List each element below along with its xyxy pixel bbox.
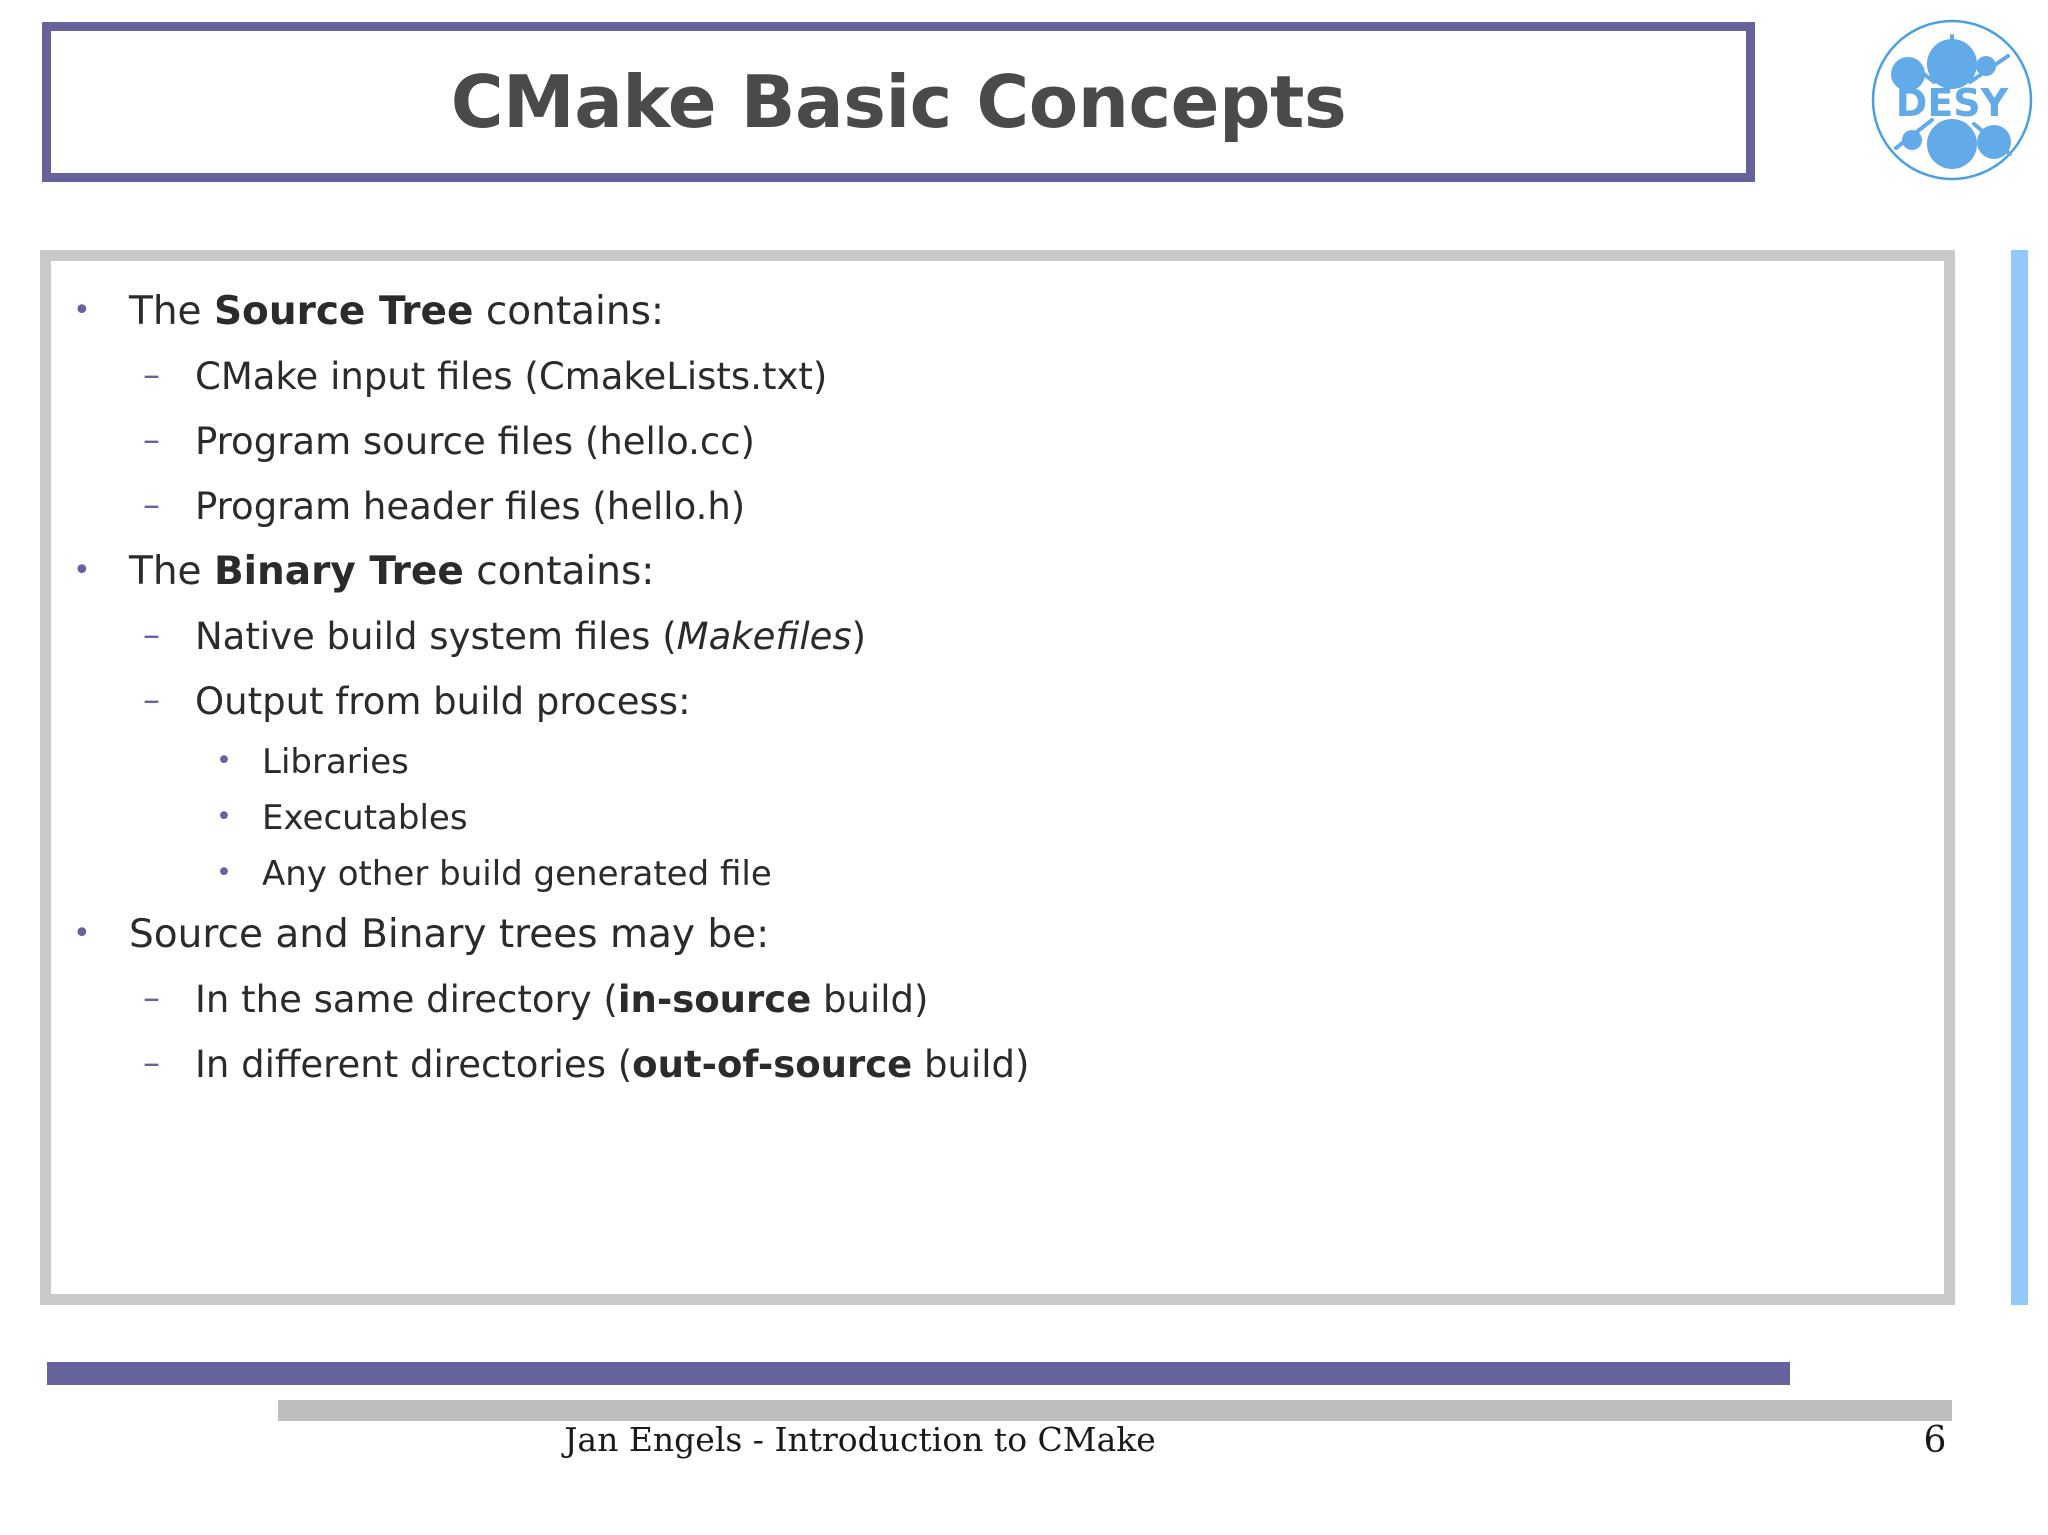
bullet-item-level-2: –Program source files (hello.cc)	[143, 409, 1944, 474]
bullet-text-run: The	[129, 289, 214, 334]
bullet-marker-icon: –	[143, 485, 160, 525]
bullet-marker-icon: –	[143, 978, 160, 1018]
bullet-text-run: Any other build generated file	[262, 854, 772, 894]
bullet-text-run: Executables	[262, 798, 468, 838]
desy-logo: DESY	[1868, 16, 2036, 184]
bullet-text-run: In different directories (	[195, 1043, 633, 1086]
bullet-text: Libraries	[262, 745, 1944, 779]
bullet-text: Program header files (hello.h)	[195, 488, 1944, 525]
bullet-text-run: contains:	[463, 549, 655, 594]
bullet-item-level-2: –Program header files (hello.h)	[143, 474, 1944, 539]
slide-title-box: CMake Basic Concepts	[42, 22, 1755, 182]
bullet-item-level-2: –In the same directory (in-source build)	[143, 967, 1944, 1032]
bullet-text: Any other build generated file	[262, 857, 1944, 891]
bullet-marker-icon: •	[73, 293, 91, 328]
bullet-text: Output from build process:	[195, 683, 1944, 720]
bullet-text: The Binary Tree contains:	[129, 552, 1944, 591]
bullet-marker-icon: •	[216, 801, 232, 832]
bullet-text-run: Source and Binary trees may be:	[129, 912, 770, 957]
bullet-marker-icon: •	[73, 916, 91, 951]
page-number: 6	[1923, 1420, 1947, 1461]
bullet-text: In different directories (out-of-source …	[195, 1046, 1944, 1083]
bullet-text: CMake input files (CmakeLists.txt)	[195, 358, 1944, 395]
bullet-list: •The Source Tree contains:–CMake input f…	[51, 279, 1944, 1097]
bullet-item-level-3: • Executables	[216, 790, 1944, 846]
bullet-text-run: Binary Tree	[213, 549, 464, 594]
bullet-item-level-2: –Native build system files (Makefiles)	[143, 604, 1944, 669]
bullet-item-level-2: –In different directories (out-of-source…	[143, 1032, 1944, 1097]
bullet-text-run: Native build system files (	[195, 615, 677, 658]
right-accent-bar	[2011, 250, 2028, 1305]
bullet-marker-icon: –	[143, 355, 160, 395]
bullet-marker-icon: –	[143, 420, 160, 460]
bullet-text: Executables	[262, 801, 1944, 835]
bullet-item-level-1: • Source and Binary trees may be:	[73, 902, 1944, 967]
bullet-text-run: Libraries	[262, 742, 409, 782]
bullet-text-run: build)	[912, 1043, 1030, 1086]
bullet-marker-icon: –	[143, 1043, 160, 1083]
bullet-item-level-2: –Output from build process:	[143, 669, 1944, 734]
bullet-text-run: Program header files (hello.h)	[195, 485, 746, 528]
bullet-text-run: Program source files (hello.cc)	[195, 420, 755, 463]
bullet-marker-icon: •	[216, 745, 232, 776]
bullet-text: Program source files (hello.cc)	[195, 423, 1944, 460]
bullet-text-run: in-source	[617, 978, 812, 1021]
slide-content-box: •The Source Tree contains:–CMake input f…	[40, 250, 1955, 1305]
bullet-marker-icon: •	[216, 857, 232, 888]
bullet-text: The Source Tree contains:	[129, 292, 1944, 331]
bullet-marker-icon: •	[73, 553, 91, 588]
footer-text: Jan Engels - Introduction to CMake	[564, 1420, 1156, 1459]
bullet-text-run: CMake input files (CmakeLists.txt)	[195, 355, 828, 398]
bullet-text-run: Source Tree	[213, 289, 474, 334]
bullet-text-run: build)	[811, 978, 929, 1021]
bullet-text-run: )	[851, 615, 867, 658]
bullet-text-run: In the same directory (	[195, 978, 618, 1021]
bullet-marker-icon: –	[143, 615, 160, 655]
bullet-text-run: out-of-source	[632, 1043, 913, 1086]
bullet-item-level-3: • Any other build generated file	[216, 846, 1944, 902]
bullet-text-run: Makefiles	[676, 615, 852, 658]
bullet-item-level-2: –CMake input files (CmakeLists.txt)	[143, 344, 1944, 409]
bullet-text: Source and Binary trees may be:	[129, 915, 1944, 954]
bullet-item-level-1: • The Source Tree contains:	[73, 279, 1944, 344]
bullet-text-run: The	[129, 549, 214, 594]
page-title: CMake Basic Concepts	[450, 60, 1347, 144]
footer-bar-gray	[278, 1400, 1952, 1421]
bullet-text: Native build system files (Makefiles)	[195, 618, 1944, 655]
bullet-text-run: Output from build process:	[195, 680, 691, 723]
bullet-item-level-3: • Libraries	[216, 734, 1944, 790]
bullet-item-level-1: • The Binary Tree contains:	[73, 539, 1944, 604]
bullet-marker-icon: –	[143, 680, 160, 720]
bullet-text-run: contains:	[473, 289, 665, 334]
footer-bar-purple	[47, 1362, 1790, 1385]
bullet-text: In the same directory (in-source build)	[195, 981, 1944, 1018]
desy-logo-text: DESY	[1896, 81, 2009, 125]
